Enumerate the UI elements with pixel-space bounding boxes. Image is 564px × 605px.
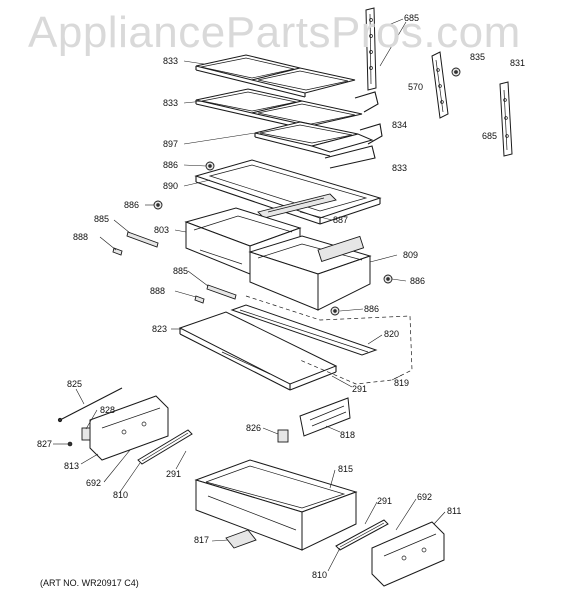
callout-886: 886 xyxy=(124,200,140,210)
cover-823 xyxy=(178,311,338,391)
enclosure-819 xyxy=(245,295,413,385)
clip-826 xyxy=(277,429,289,443)
callout-685: 685 xyxy=(404,13,420,23)
callout-890: 890 xyxy=(163,181,179,191)
callout-803: 803 xyxy=(154,225,170,235)
callout-897: 897 xyxy=(163,139,179,149)
callout-886: 886 xyxy=(410,276,426,286)
bin-809 xyxy=(248,235,372,311)
bracket-811 xyxy=(371,521,445,587)
callout-888: 888 xyxy=(73,232,89,242)
callout-827: 827 xyxy=(37,439,53,449)
rail-570 xyxy=(431,51,449,119)
watermark: AppliancePartsPros.com xyxy=(28,8,521,57)
callout-820: 820 xyxy=(384,329,400,339)
callout-826: 826 xyxy=(246,423,262,433)
callout-834: 834 xyxy=(392,120,408,130)
shelf-833-middle xyxy=(195,88,379,131)
callout-813: 813 xyxy=(64,461,80,471)
rail-685-left xyxy=(365,7,377,91)
callout-887: 887 xyxy=(333,215,349,225)
callout-810: 810 xyxy=(113,490,129,500)
callout-825: 825 xyxy=(67,379,83,389)
callout-291: 291 xyxy=(377,496,393,506)
callout-809: 809 xyxy=(403,250,419,260)
callout-888: 888 xyxy=(150,286,166,296)
rod-825 xyxy=(57,387,123,423)
bracket-813 xyxy=(89,395,169,461)
divider-818 xyxy=(299,397,351,437)
callout-815: 815 xyxy=(338,464,354,474)
handle-817 xyxy=(225,529,257,549)
rail-831 xyxy=(499,81,513,157)
callout-570: 570 xyxy=(408,82,424,92)
clip-828 xyxy=(81,427,91,441)
screw-827 xyxy=(67,441,73,447)
callout-828: 828 xyxy=(100,405,116,415)
art-number: (ART NO. WR20917 C4) xyxy=(40,578,139,588)
callout-692: 692 xyxy=(417,492,433,502)
callout-817: 817 xyxy=(194,535,210,545)
callout-810: 810 xyxy=(312,570,328,580)
callout-885: 885 xyxy=(94,214,110,224)
callout-291: 291 xyxy=(166,469,182,479)
callout-885: 885 xyxy=(173,266,189,276)
shelf-897 xyxy=(254,121,383,169)
callout-886: 886 xyxy=(364,304,380,314)
callout-685: 685 xyxy=(482,131,498,141)
clip-835 xyxy=(451,67,461,77)
callout-831: 831 xyxy=(510,58,526,68)
callout-835: 835 xyxy=(470,52,486,62)
callout-823: 823 xyxy=(152,324,168,334)
callout-886: 886 xyxy=(163,160,179,170)
callout-833: 833 xyxy=(163,56,179,66)
callout-818: 818 xyxy=(340,430,356,440)
drawer-rail-820 xyxy=(230,304,378,356)
callout-692: 692 xyxy=(86,478,102,488)
callout-833: 833 xyxy=(392,163,408,173)
drawer-815 xyxy=(194,459,358,551)
leader-lines xyxy=(53,18,446,572)
shelf-833-top xyxy=(195,54,356,98)
slide-810-left xyxy=(137,429,193,465)
callout-811: 811 xyxy=(447,506,462,516)
caps-886 xyxy=(153,161,393,316)
slide-810-right xyxy=(335,519,389,551)
frame-890 xyxy=(194,159,382,225)
slides-885-888 xyxy=(112,231,237,304)
callout-291: 291 xyxy=(352,384,368,394)
callout-819: 819 xyxy=(394,378,410,388)
callout-833: 833 xyxy=(163,98,179,108)
